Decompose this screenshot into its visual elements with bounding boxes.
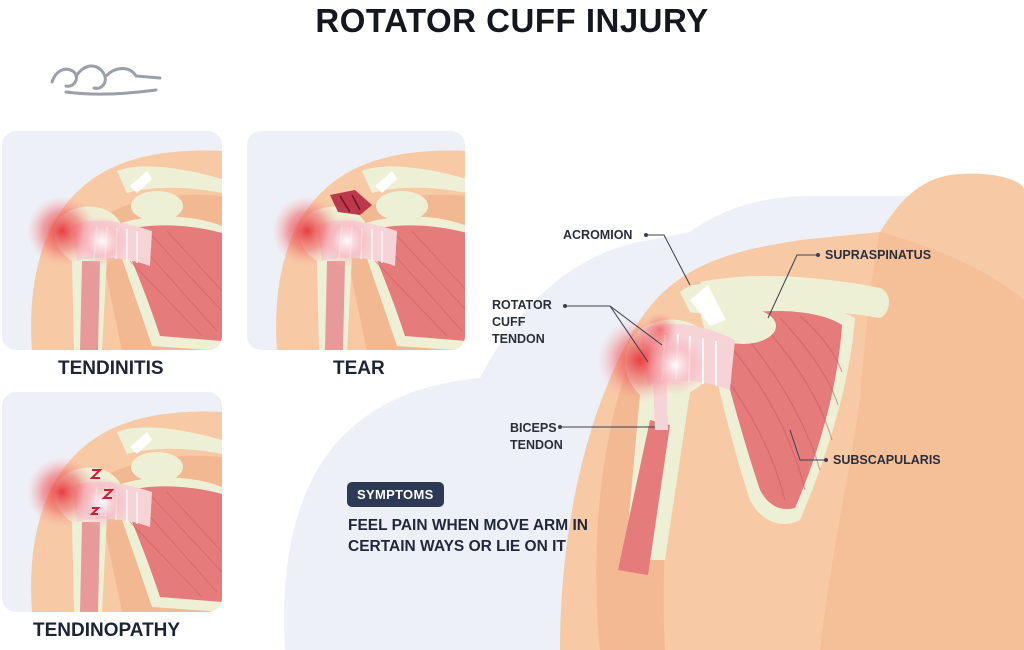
label-biceps-tendon: BICEPS TENDON	[510, 421, 563, 452]
symptoms-badge: SYMPTOMS	[347, 482, 444, 507]
main-shoulder-diagram	[560, 173, 1024, 650]
page-title: ROTATOR CUFF INJURY	[315, 2, 709, 39]
panel-label-tear: TEAR	[333, 358, 385, 379]
calligraphy-logo-icon	[50, 64, 162, 96]
label-rotator-cuff-tendon: ROTATOR CUFF TENDON	[492, 298, 552, 346]
symptoms-text: FEEL PAIN WHEN MOVE ARM IN CERTAIN WAYS …	[348, 517, 588, 555]
label-acromion: ACROMION	[563, 228, 633, 242]
panel-tendinopathy-art	[2, 392, 222, 612]
panel-label-tendinopathy: TENDINOPATHY	[33, 620, 181, 641]
panel-tear-art	[247, 131, 465, 350]
label-supraspinatus: SUPRASPINATUS	[825, 248, 932, 262]
callout-lines	[560, 234, 826, 461]
label-subscapularis: SUBSCAPULARIS	[833, 453, 941, 467]
panel-label-tendinitis: TENDINITIS	[58, 358, 164, 379]
watermark-logo	[46, 52, 166, 105]
panel-tendinitis-art	[2, 131, 222, 350]
